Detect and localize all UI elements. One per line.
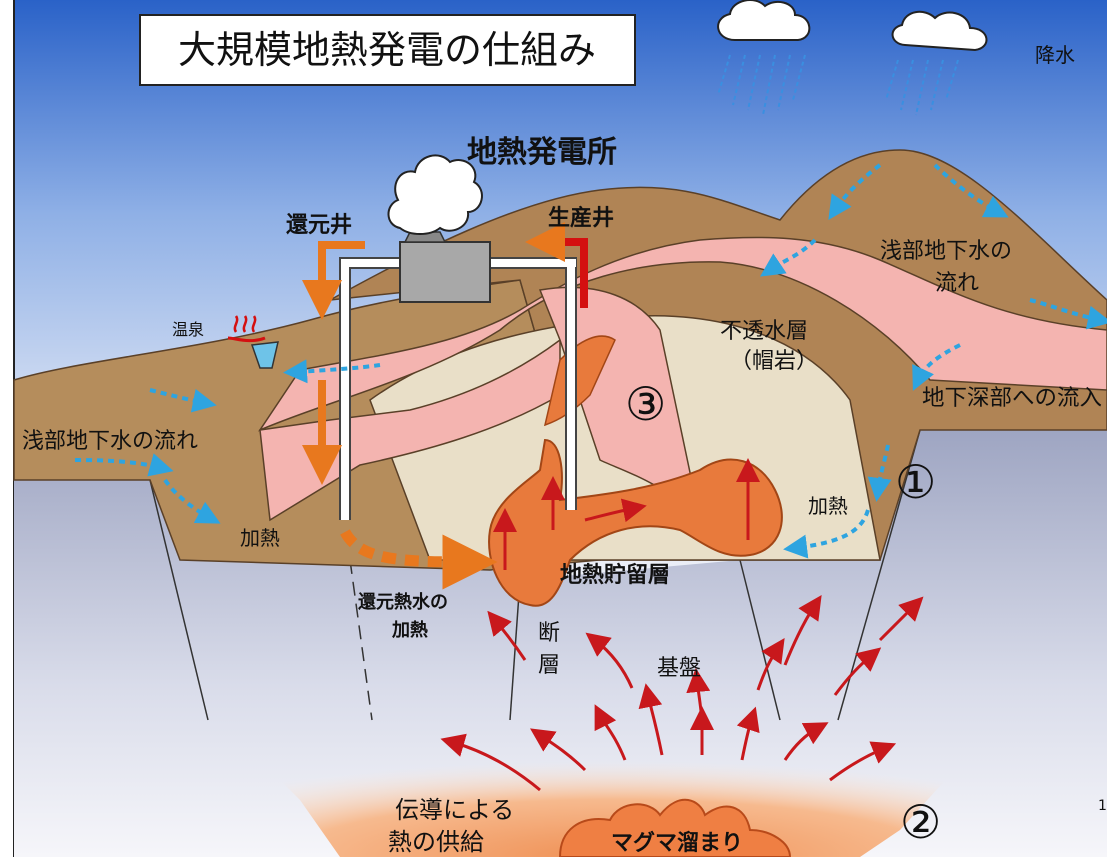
label-reinjection-well: 還元井 xyxy=(286,213,352,238)
label-hot-spring: 温泉 xyxy=(172,320,204,339)
label-reinjected-water-1: 還元熱水の xyxy=(358,591,448,613)
label-deep-inflow: 地下深部への流入 xyxy=(922,386,1102,411)
label-fault-2: 層 xyxy=(538,653,560,678)
label-shallow-groundwater-left: 浅部地下水の流れ xyxy=(22,429,198,454)
marker-1: ① xyxy=(895,455,936,509)
label-fault-1: 断 xyxy=(538,621,560,646)
label-power-plant: 地熱発電所 xyxy=(467,135,617,170)
label-caprock-1: 不透水層 xyxy=(720,319,808,344)
label-production-well: 生産井 xyxy=(548,205,614,231)
marker-2: ② xyxy=(900,795,941,849)
label-reservoir: 地熱貯留層 xyxy=(560,562,670,588)
label-shallow-groundwater-right-1: 浅部地下水の xyxy=(880,239,1012,264)
label-conduction-1: 伝導による xyxy=(395,796,514,824)
power-plant-building xyxy=(400,242,490,302)
title: 大規模地熱発電の仕組み xyxy=(178,28,596,72)
label-heating-right: 加熱 xyxy=(808,494,848,518)
label-reinjected-water-2: 加熱 xyxy=(391,619,428,641)
label-shallow-groundwater-right-2: 流れ xyxy=(935,271,979,296)
page-number: 1 xyxy=(1098,798,1107,814)
label-caprock-2: （帽岩） xyxy=(730,349,818,374)
label-rain: 降水 xyxy=(1035,43,1075,67)
label-basement: 基盤 xyxy=(657,656,701,681)
marker-3: ③ xyxy=(625,377,666,431)
label-conduction-2: 熱の供給 xyxy=(388,828,484,856)
label-magma: マグマ溜まり xyxy=(611,830,743,856)
label-heating-left: 加熱 xyxy=(240,526,280,550)
